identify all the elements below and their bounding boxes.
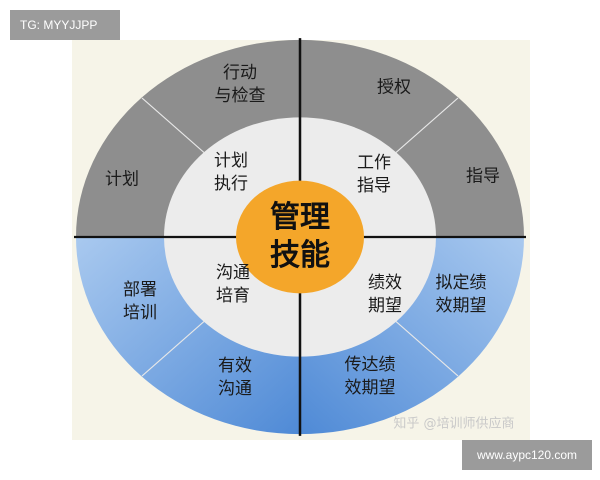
ring-dividers [141,97,459,377]
inner-bottom-right: 绩效 期望 [368,273,402,316]
center-label: 管理 技能 [270,200,330,273]
tag-watermark: TG: MYYJJPP [10,10,120,40]
outer-effective-communication: 有效 沟通 [218,356,252,399]
outer-guide: 指导 [466,166,500,187]
inner-bottom-left: 沟通 培育 [216,263,250,306]
outer-deploy-train: 部署 培训 [123,280,157,323]
outer-authorize: 授权 [377,77,411,98]
outer-plan: 计划 [105,169,139,190]
center-circle [236,180,364,294]
outer-action-check: 行动 与检查 [214,63,266,106]
outer-set-expectations: 拟定绩 效期望 [435,273,487,316]
inner-top-left: 计划 执行 [214,151,248,194]
inner-top-right: 工作 指导 [357,153,391,196]
source-watermark: 知乎 @培训师供应商 [393,416,515,432]
outer-convey-expectations: 传达绩 效期望 [344,355,396,398]
site-watermark: www.aypc120.com [462,440,592,470]
